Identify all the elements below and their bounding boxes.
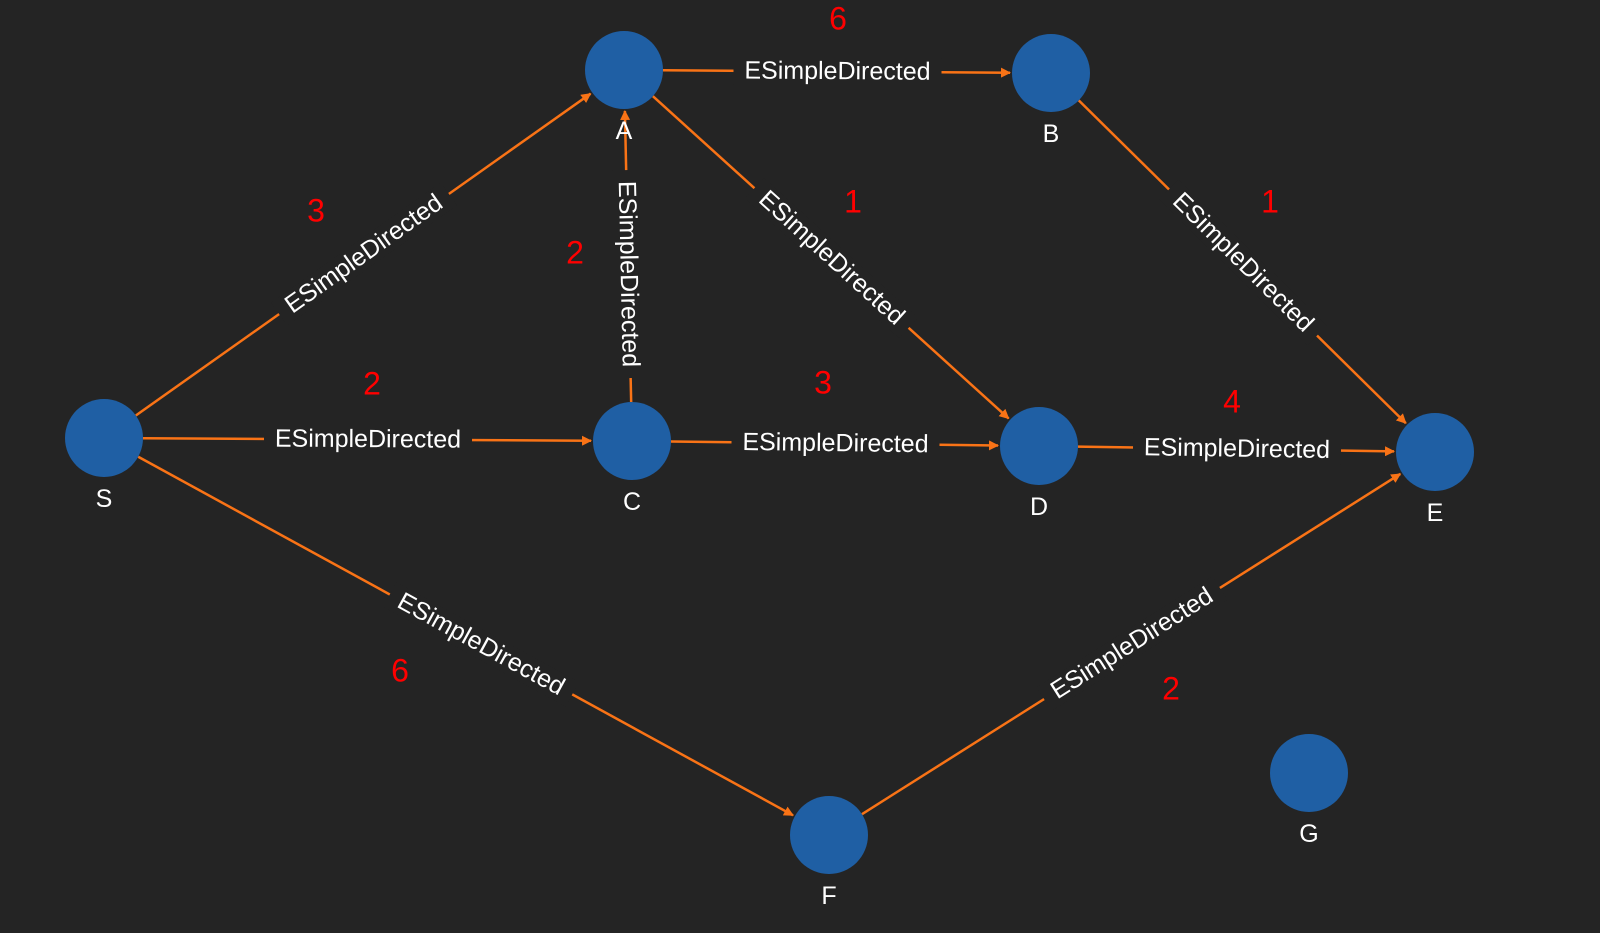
edge-label-background [733, 56, 942, 87]
node-f[interactable]: F [790, 796, 868, 910]
weights-layer: 3 2 6 2 6 1 3 1 4 2 [307, 0, 1279, 706]
edge-label: ESimpleDirected [275, 425, 461, 454]
edge-label-background [745, 177, 918, 339]
edge-label-background [612, 169, 645, 379]
edge-label-group: ESimpleDirected [731, 428, 940, 459]
node-label: E [1427, 499, 1444, 527]
node-label: G [1299, 820, 1318, 848]
edge-s-c[interactable]: ESimpleDirected [142, 424, 593, 455]
node-c[interactable]: C [593, 402, 671, 516]
node-label: F [821, 882, 836, 910]
node-label: B [1043, 120, 1060, 148]
edge-label-background [383, 582, 579, 707]
node-label: C [623, 488, 641, 516]
node-circle[interactable] [1012, 34, 1090, 112]
nodes-layer: S A B C D E F G [65, 31, 1474, 910]
node-b[interactable]: B [1012, 34, 1090, 148]
node-d[interactable]: D [1000, 407, 1078, 521]
edge-d-e[interactable]: ESimpleDirected [1077, 433, 1396, 465]
node-circle[interactable] [65, 399, 143, 477]
node-g[interactable]: G [1270, 734, 1348, 848]
edge-weight-c-d: 3 [814, 364, 832, 400]
edge-label-group: ESimpleDirected [271, 182, 457, 326]
edge-label: ESimpleDirected [753, 185, 910, 331]
edge-label: ESimpleDirected [280, 188, 448, 318]
edge-weight-s-c: 2 [363, 365, 381, 401]
node-label: A [616, 117, 633, 145]
edge-label: ESimpleDirected [744, 56, 930, 85]
edge-s-f[interactable]: ESimpleDirected [137, 455, 794, 817]
edge-label-group: ESimpleDirected [263, 424, 473, 455]
edge-weight-f-e: 2 [1162, 670, 1180, 706]
edge-b-e[interactable]: ESimpleDirected [1077, 99, 1407, 425]
edge-weight-a-b: 6 [829, 0, 847, 36]
edges-layer: ESimpleDirectedESimpleDirectedESimpleDir… [135, 56, 1407, 817]
edge-label-group: ESimpleDirected [612, 169, 645, 379]
edge-label: ESimpleDirected [1167, 187, 1319, 338]
node-circle[interactable] [1396, 413, 1474, 491]
edge-label: ESimpleDirected [613, 181, 645, 368]
edge-weight-d-e: 4 [1223, 383, 1241, 419]
edge-label-background [1036, 576, 1228, 711]
node-circle[interactable] [593, 402, 671, 480]
edge-label: ESimpleDirected [1144, 433, 1331, 464]
node-a[interactable]: A [585, 31, 663, 145]
edge-a-b[interactable]: ESimpleDirected [662, 56, 1012, 87]
edge-c-a[interactable]: ESimpleDirected [612, 109, 645, 403]
edge-weight-a-d: 1 [844, 183, 862, 219]
edge-weight-c-a: 2 [566, 234, 584, 270]
edge-label-group: ESimpleDirected [1036, 576, 1228, 711]
edge-weight-b-e: 1 [1261, 183, 1279, 219]
node-circle[interactable] [1270, 734, 1348, 812]
edge-label-group: ESimpleDirected [1132, 433, 1342, 465]
node-label: D [1030, 493, 1048, 521]
edge-label-group: ESimpleDirected [383, 582, 579, 707]
edge-label-background [271, 182, 457, 326]
edge-label-group: ESimpleDirected [745, 177, 918, 339]
edge-label-background [1132, 433, 1342, 465]
node-s[interactable]: S [65, 399, 143, 513]
edge-label-group: ESimpleDirected [1159, 179, 1327, 346]
node-circle[interactable] [585, 31, 663, 109]
edge-label-background [731, 428, 940, 459]
node-circle[interactable] [790, 796, 868, 874]
edge-label-background [1159, 179, 1327, 346]
edge-label-group: ESimpleDirected [733, 56, 942, 87]
edge-label-background [263, 424, 473, 455]
edge-c-d[interactable]: ESimpleDirected [670, 428, 1000, 459]
edge-label: ESimpleDirected [742, 428, 929, 458]
edge-label: ESimpleDirected [1046, 582, 1218, 705]
edge-weight-s-a: 3 [307, 192, 325, 228]
node-e[interactable]: E [1396, 413, 1474, 527]
node-circle[interactable] [1000, 407, 1078, 485]
edge-label: ESimpleDirected [393, 587, 570, 701]
node-label: S [96, 485, 113, 513]
edge-weight-s-f: 6 [391, 652, 409, 688]
